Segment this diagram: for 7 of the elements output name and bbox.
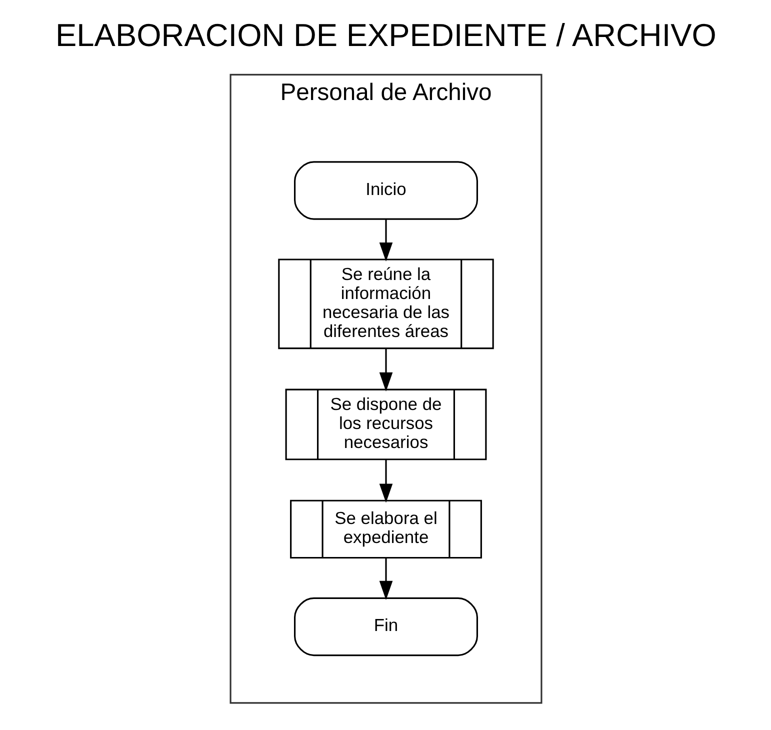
arrow	[378, 460, 392, 503]
node-box: Fin	[294, 597, 478, 656]
arrow	[378, 348, 392, 392]
arrow	[378, 219, 392, 262]
diagram-title: ELABORACION DE EXPEDIENTE / ARCHIVO	[55, 17, 716, 54]
arrow	[378, 558, 392, 600]
node-box: Inicio	[294, 161, 478, 220]
